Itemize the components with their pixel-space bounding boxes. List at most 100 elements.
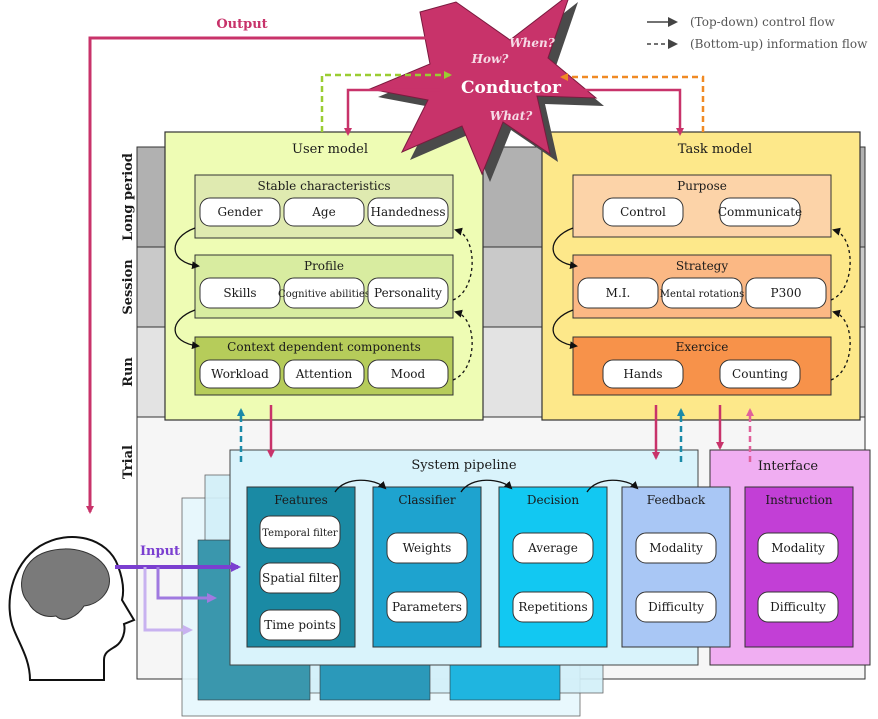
- conductor-when: When?: [509, 36, 556, 50]
- row-labels: Long period Session Run Trial: [121, 153, 136, 479]
- context-components-title: Context dependent components: [227, 340, 421, 354]
- stable-characteristics-title: Stable characteristics: [257, 179, 390, 193]
- strategy-item-p300: P300: [771, 286, 802, 300]
- profile-title: Profile: [304, 259, 344, 273]
- task-model: Task model Purpose Control Communicate S…: [541, 131, 861, 421]
- feedback-box: [621, 486, 731, 648]
- context-item-box: [283, 359, 365, 389]
- brain-icon: [21, 548, 110, 620]
- conductor-star: [368, 0, 598, 176]
- classifier-item-parameters: Parameters: [392, 600, 462, 614]
- feedback-item-box: [635, 591, 717, 623]
- system-pipeline: System pipeline Features Temporal filter…: [229, 449, 731, 666]
- instruction-item-box: [757, 532, 839, 564]
- row-label-trial: Trial: [121, 445, 136, 479]
- decision-item-average: Average: [527, 541, 578, 555]
- legend-info-label: (Bottom-up) information flow: [690, 37, 868, 51]
- features-item-spatial: Spatial filter: [262, 571, 338, 585]
- control-arrow-output: [86, 36, 460, 514]
- feedback-item-modality: Modality: [649, 541, 703, 555]
- decision-item-box: [512, 591, 594, 623]
- feedback-title: Feedback: [647, 493, 706, 507]
- strategy-item-mi: M.I.: [606, 286, 631, 300]
- decision-item-repetitions: Repetitions: [518, 600, 587, 614]
- model-pipeline-arrows: [237, 405, 754, 462]
- conductor-title: Conductor: [461, 78, 562, 98]
- exercise-item-counting: Counting: [732, 367, 788, 381]
- user-curve-arrow-down: [174, 309, 200, 350]
- row-label-run: Run: [121, 357, 136, 387]
- info-arrow-task-to-conductor: [560, 73, 705, 132]
- task-curve-arrow-up: [830, 227, 851, 301]
- features-item-time-points: Time points: [264, 618, 336, 632]
- profile-item-box: [283, 277, 365, 309]
- control-arrow-conductor-to-user: [344, 88, 440, 136]
- context-item-attention: Attention: [295, 367, 353, 381]
- interface: Interface Instruction Modality Difficult…: [709, 449, 871, 666]
- user-curve-arrow-up: [452, 309, 473, 381]
- pipeline-stage-arrow: [334, 479, 387, 493]
- context-item-workload: Workload: [211, 367, 269, 381]
- conductor-how: How?: [471, 52, 510, 66]
- purpose-item-control: Control: [620, 205, 666, 219]
- task-model-title: Task model: [678, 142, 752, 157]
- purpose-title: Purpose: [677, 179, 727, 193]
- context-item-box: [199, 359, 281, 389]
- stable-item-box: [367, 197, 449, 227]
- instruction-item-box: [757, 591, 839, 623]
- exercise-item-box: [602, 359, 684, 389]
- input-arrows: [115, 562, 241, 635]
- stable-item-handedness: Handedness: [371, 205, 446, 219]
- conductor-what: What?: [490, 109, 534, 123]
- feedback-item-box: [635, 532, 717, 564]
- user-curve-arrow-down: [174, 227, 200, 270]
- context-item-box: [367, 359, 449, 389]
- feedback-item-difficulty: Difficulty: [648, 600, 704, 614]
- strategy-title: Strategy: [676, 259, 729, 273]
- features-item-temporal: Temporal filter: [262, 528, 338, 539]
- exercise-item-hands: Hands: [623, 367, 662, 381]
- purpose-item-communicate: Communicate: [718, 205, 802, 219]
- decision-title: Decision: [527, 493, 580, 507]
- task-curve-arrow-down: [552, 227, 578, 270]
- row-label-session: Session: [121, 259, 136, 315]
- row-label-long-period: Long period: [121, 153, 136, 241]
- info-arrow-user-to-conductor: [320, 71, 452, 132]
- features-item-box: [259, 562, 341, 594]
- classifier-title: Classifier: [398, 493, 455, 507]
- user-model-title: User model: [292, 142, 368, 157]
- user-model: User model Stable characteristics Gender…: [164, 131, 484, 421]
- classifier-item-box: [386, 591, 468, 623]
- profile-item-cognitive: Cognitive abilities: [278, 289, 370, 300]
- conductor: Conductor When? How? What?: [368, 0, 604, 182]
- stable-item-gender: Gender: [218, 205, 263, 219]
- profile-item-personality: Personality: [374, 286, 442, 300]
- features-title: Features: [274, 493, 327, 507]
- features-item-box: [259, 609, 341, 641]
- instruction-box: [744, 486, 854, 648]
- strategy-item-box: [577, 277, 659, 309]
- user-curve-arrow-up: [452, 227, 473, 301]
- profile-item-box: [199, 277, 281, 309]
- strategy-item-box: [661, 277, 743, 309]
- input-label: Input: [140, 544, 180, 559]
- user-head: [8, 535, 136, 681]
- features-item-box: [259, 515, 341, 549]
- instruction-title: Instruction: [765, 493, 833, 507]
- control-arrow-conductor-to-task: [570, 88, 684, 136]
- purpose-item-box: [719, 197, 801, 227]
- decision-item-box: [512, 532, 594, 564]
- context-item-mood: Mood: [391, 367, 426, 381]
- system-pipeline-title: System pipeline: [411, 458, 516, 473]
- instruction-item-modality: Modality: [771, 541, 825, 555]
- output-label: Output: [216, 17, 267, 32]
- strategy-item-box: [745, 277, 827, 309]
- profile-item-skills: Skills: [223, 286, 256, 300]
- interface-title: Interface: [758, 459, 818, 474]
- exercise-item-box: [719, 359, 801, 389]
- strategy-item-mental-rotations: Mental rotations: [660, 289, 745, 300]
- task-curve-arrow-down: [552, 309, 578, 350]
- stable-item-box: [199, 197, 281, 227]
- pipeline-stage-arrow: [460, 479, 513, 493]
